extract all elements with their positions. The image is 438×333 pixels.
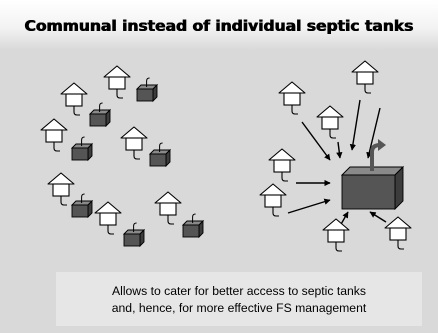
septic-tank-icon <box>135 77 159 103</box>
house-icon <box>60 82 88 116</box>
flow-arrow <box>349 99 361 151</box>
septic-tank-icon <box>88 102 112 128</box>
flow-arrow <box>287 198 331 214</box>
house-icon <box>120 126 148 160</box>
caption-line-2: and, hence, for more effective FS manage… <box>111 301 367 315</box>
flow-arrow <box>366 107 381 159</box>
house-icon <box>47 172 75 206</box>
house-icon <box>259 183 287 217</box>
flow-arrow <box>301 121 331 161</box>
septic-tank-icon <box>181 213 205 239</box>
house-icon <box>322 218 350 252</box>
house-icon <box>40 118 68 152</box>
communal-septic-system <box>259 60 412 252</box>
septic-tank-icon <box>122 222 146 248</box>
individual-septic-tanks <box>40 65 205 248</box>
house-icon <box>94 201 122 235</box>
house-icon <box>316 105 344 139</box>
house-icon <box>278 81 306 115</box>
outlet-pipe-icon <box>370 139 386 171</box>
caption-box: Allows to cater for better access to sep… <box>56 272 422 326</box>
house-icon <box>154 191 182 225</box>
slide-title: Communal instead of individual septic ta… <box>24 17 414 35</box>
flow-arrows <box>287 99 387 227</box>
house-icon <box>268 148 296 182</box>
house-icon <box>103 65 131 99</box>
title-bar: Communal instead of individual septic ta… <box>0 0 438 50</box>
caption-line-1: Allows to cater for better access to sep… <box>111 284 366 298</box>
caption: Allows to cater for better access to sep… <box>56 283 422 317</box>
septic-tank-icon <box>70 193 94 219</box>
flow-arrow <box>369 211 387 223</box>
flow-arrow <box>336 141 343 159</box>
septic-tank-icon <box>70 136 94 162</box>
house-icon <box>384 216 412 250</box>
house-icon <box>351 60 379 94</box>
communal-septic-tank <box>340 165 405 211</box>
septic-tank-icon <box>148 142 172 168</box>
